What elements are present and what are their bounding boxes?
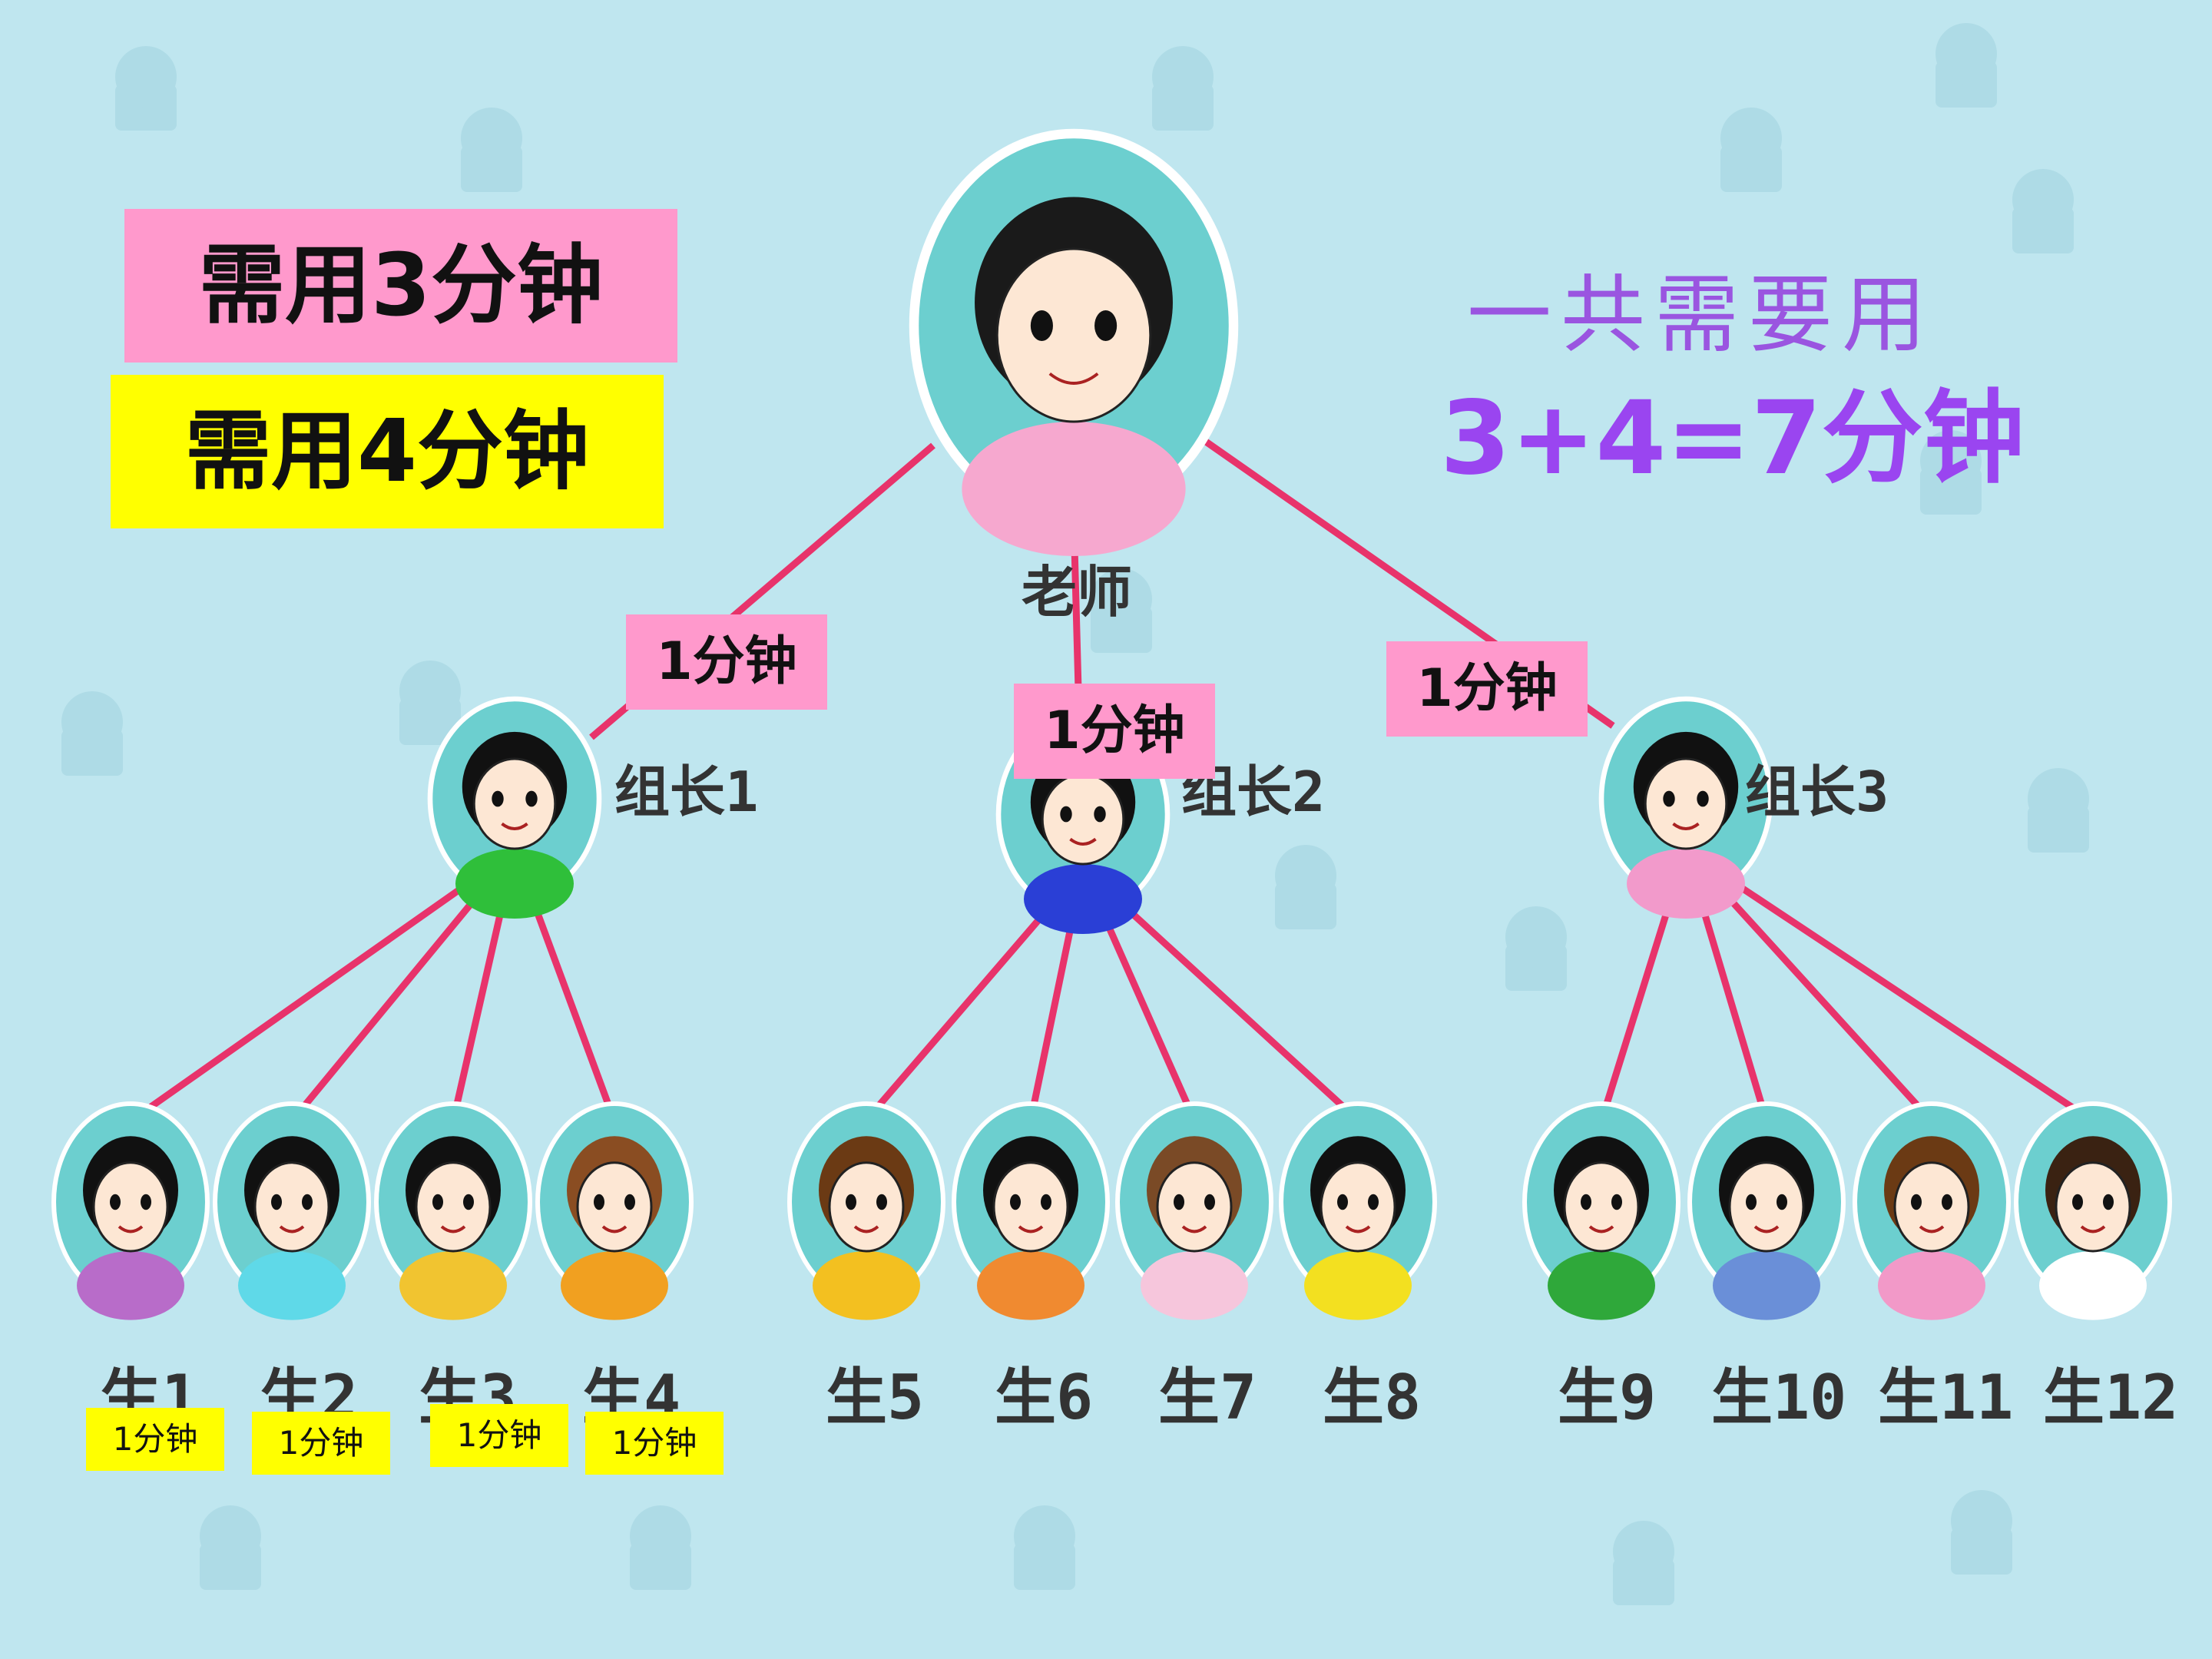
cupcake-icon: [1951, 1490, 2012, 1575]
student-time-text: 1分钟: [611, 1424, 697, 1462]
total-equation: 3+4=7分钟: [1440, 379, 2025, 498]
student-label-5: 生5: [826, 1362, 925, 1433]
student-label-7: 生7: [1158, 1362, 1257, 1433]
student-avatar-icon-2: [213, 1101, 371, 1320]
cupcake-icon: [1936, 23, 1997, 108]
student-avatar-icon-1: [51, 1101, 210, 1320]
cupcake-icon: [1091, 568, 1152, 653]
edge-leader-student-7: [1093, 897, 1192, 1109]
edge-leader-student-11: [1713, 880, 1922, 1111]
cupcake-icon: [2012, 169, 2074, 253]
cupcake-icon: [61, 691, 123, 776]
student-time-text: 1分钟: [456, 1416, 542, 1454]
pink-summary-text: 需用3分钟: [199, 236, 603, 336]
edge-leader-student-9: [1602, 882, 1680, 1109]
student-avatar-icon-12: [2014, 1101, 2172, 1320]
cupcake-icon: [1720, 108, 1782, 192]
edge-time-text: 1分钟: [1044, 700, 1185, 761]
student-time-box-2: 1分钟: [252, 1412, 390, 1475]
edge-leader-student-4: [523, 882, 613, 1109]
cupcake-icon: [630, 1505, 691, 1590]
edge-leader-student-10: [1692, 882, 1767, 1109]
student-avatar-icon-11: [1853, 1101, 2011, 1320]
student-label-11: 生11: [1878, 1362, 2014, 1433]
student-avatar-icon-6: [952, 1101, 1110, 1320]
leader-label-3: 组长3: [1745, 760, 1889, 824]
cupcake-icon: [1014, 1505, 1075, 1590]
pink-summary-box: 需用3分钟: [124, 209, 677, 363]
yellow-summary-box: 需用4分钟: [111, 375, 664, 528]
edge-leader-student-6: [1029, 898, 1081, 1108]
student-avatar-icon-4: [535, 1101, 694, 1320]
edge-leader-student-12: [1733, 880, 2075, 1111]
cupcake-icon: [399, 661, 461, 745]
student-avatar-icon-8: [1279, 1101, 1437, 1320]
student-time-box-1: 1分钟: [86, 1408, 224, 1471]
cupcake-icon: [1920, 430, 1982, 515]
edge-time-text: 1分钟: [1416, 658, 1558, 719]
student-label-6: 生6: [995, 1362, 1094, 1433]
teacher-label: 老师: [1022, 560, 1133, 624]
edge-time-box-3: 1分钟: [1386, 641, 1588, 737]
cupcake-icon: [1275, 845, 1336, 929]
edge-leader-student-2: [300, 881, 491, 1110]
student-label-12: 生12: [2043, 1362, 2179, 1433]
student-time-box-3: 1分钟: [430, 1404, 568, 1467]
edge-time-box-1: 1分钟: [626, 614, 827, 710]
student-time-box-4: 1分钟: [585, 1412, 724, 1475]
cupcake-icon: [1505, 906, 1567, 991]
cupcake-icon: [115, 46, 177, 131]
cupcake-icon: [1152, 46, 1214, 131]
edge-leader-student-8: [1113, 896, 1347, 1111]
student-time-text: 1分钟: [278, 1424, 364, 1462]
cupcake-icon: [1613, 1521, 1674, 1605]
edge-leader-student-3: [452, 882, 511, 1108]
leader-avatar-icon-3: [1598, 696, 1773, 919]
yellow-summary-text: 需用4分钟: [185, 402, 589, 502]
student-time-text: 1分钟: [112, 1420, 198, 1458]
cupcake-icon: [2028, 768, 2089, 853]
leader-label-1: 组长1: [614, 760, 759, 824]
student-label-8: 生8: [1323, 1362, 1422, 1433]
cupcake-icon: [461, 108, 522, 192]
student-label-9: 生9: [1558, 1362, 1657, 1433]
student-avatar-icon-5: [787, 1101, 945, 1320]
student-label-10: 生10: [1711, 1362, 1847, 1433]
total-label: 一共需要用: [1467, 266, 1936, 364]
leader-avatar-icon-1: [427, 696, 602, 919]
edge-time-box-2: 1分钟: [1014, 684, 1215, 779]
edge-time-text: 1分钟: [656, 631, 797, 692]
student-avatar-icon-3: [374, 1101, 532, 1320]
student-avatar-icon-7: [1115, 1101, 1273, 1320]
teacher-avatar-icon: [909, 128, 1239, 556]
edge-leader-student-5: [874, 896, 1060, 1110]
cupcake-icon: [200, 1505, 261, 1590]
student-avatar-icon-10: [1687, 1101, 1846, 1320]
edge-leader-student-1: [147, 880, 471, 1111]
student-avatar-icon-9: [1522, 1101, 1681, 1320]
